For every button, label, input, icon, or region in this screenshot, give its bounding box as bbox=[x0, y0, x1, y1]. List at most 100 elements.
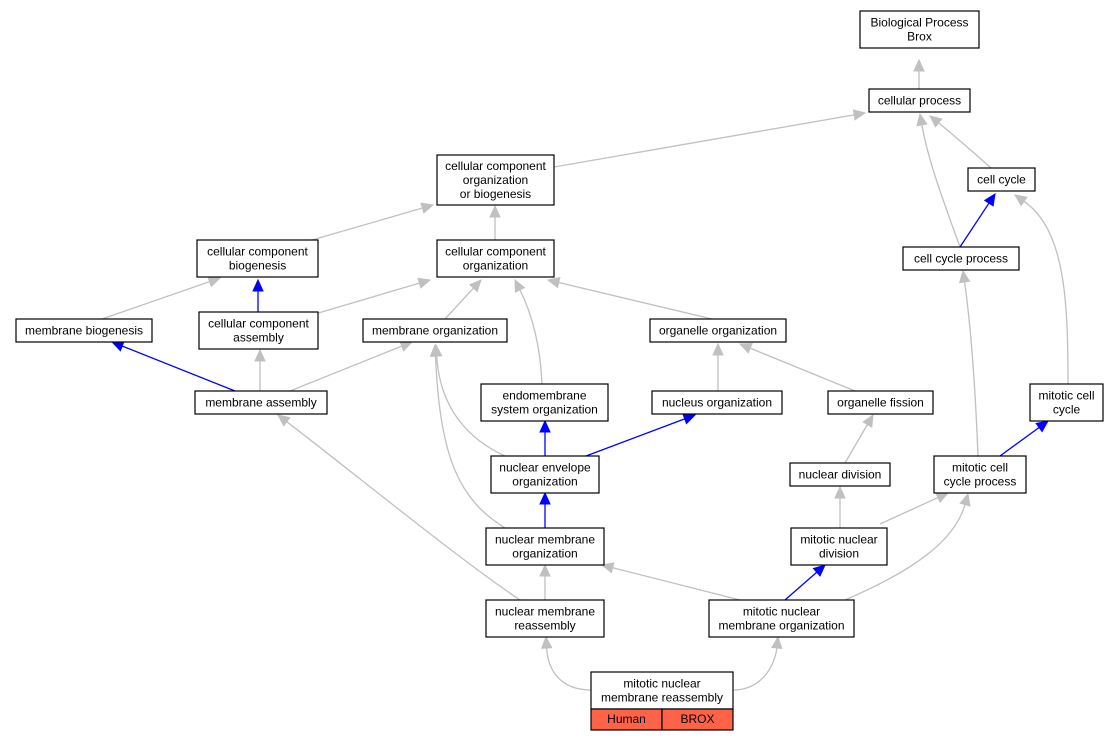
node-label: membrane biogenesis bbox=[25, 324, 143, 338]
node-of[interactable]: organelle fission bbox=[827, 390, 934, 415]
legend: Human BROX bbox=[590, 708, 734, 731]
arrowhead bbox=[682, 413, 697, 425]
arrowhead bbox=[539, 419, 551, 433]
node-box bbox=[485, 527, 605, 566]
edge-line bbox=[519, 289, 543, 385]
node-box bbox=[436, 154, 555, 206]
node-label: nuclear membrane bbox=[495, 533, 595, 547]
node-mo[interactable]: membrane organization bbox=[362, 318, 508, 343]
edge-line bbox=[101, 280, 210, 320]
node-box bbox=[967, 167, 1036, 192]
edge-line bbox=[732, 647, 778, 691]
node-no[interactable]: nucleus organization bbox=[651, 390, 783, 415]
edge-neo-to-eso bbox=[539, 419, 551, 456]
arrowhead bbox=[540, 635, 553, 649]
arrowhead bbox=[738, 343, 753, 354]
arrowhead bbox=[546, 277, 561, 289]
legend-gene: BROX bbox=[680, 712, 714, 726]
edge-line bbox=[938, 122, 992, 169]
node-box bbox=[933, 455, 1027, 494]
arrowhead bbox=[399, 340, 414, 352]
arrowhead bbox=[959, 492, 971, 507]
node-mb[interactable]: membrane biogenesis bbox=[15, 318, 153, 343]
node-box bbox=[480, 383, 609, 422]
node-oo[interactable]: organelle organization bbox=[649, 318, 787, 343]
arrowhead bbox=[252, 278, 264, 292]
arrowhead bbox=[539, 563, 551, 577]
node-nd[interactable]: nuclear division bbox=[789, 462, 891, 487]
edge-eso-to-cco bbox=[514, 278, 543, 385]
node-label: mitotic cell bbox=[952, 461, 1008, 475]
edge-line bbox=[286, 421, 521, 601]
node-label: division bbox=[819, 547, 859, 561]
arrowhead bbox=[207, 276, 222, 288]
arrowhead bbox=[110, 340, 125, 352]
arrowhead bbox=[429, 343, 442, 357]
node-ma[interactable]: membrane assembly bbox=[194, 390, 328, 415]
arrowhead bbox=[916, 112, 928, 127]
arrowhead bbox=[958, 269, 971, 284]
node-box bbox=[198, 311, 319, 350]
node-cp[interactable]: cellular process bbox=[868, 88, 971, 113]
node-label: Biological Process bbox=[870, 16, 968, 30]
edge-ccp-to-cc bbox=[959, 192, 996, 248]
edge-mnd-to-mccp bbox=[879, 492, 950, 525]
edge-layer bbox=[101, 58, 1069, 691]
node-label: mitotic nuclear bbox=[800, 533, 877, 547]
edge-line bbox=[784, 571, 818, 601]
node-label: nuclear membrane bbox=[495, 605, 595, 619]
edge-nmr-to-ma bbox=[277, 414, 521, 601]
node-box bbox=[196, 239, 319, 278]
edge-line bbox=[1023, 200, 1069, 385]
arrowhead bbox=[600, 562, 615, 574]
edge-line bbox=[585, 418, 685, 457]
node-label: membrane reassembly bbox=[601, 691, 723, 705]
edge-line bbox=[546, 647, 592, 691]
edge-line bbox=[879, 496, 939, 525]
arrowhead bbox=[1035, 420, 1049, 433]
edge-nmo-to-neo bbox=[539, 491, 551, 528]
node-label: cell cycle bbox=[977, 173, 1026, 187]
edge-line bbox=[444, 287, 475, 320]
node-cc[interactable]: cell cycle bbox=[967, 167, 1036, 192]
node-box bbox=[362, 318, 508, 343]
edge-ccb-to-ccob bbox=[311, 202, 435, 241]
arrowhead bbox=[277, 414, 291, 427]
node-label: organization bbox=[512, 475, 577, 489]
node-ccp[interactable]: cell cycle process bbox=[902, 246, 1020, 271]
node-label: biogenesis bbox=[229, 259, 286, 273]
node-box bbox=[485, 599, 605, 638]
node-label: organelle organization bbox=[659, 324, 777, 338]
arrowhead bbox=[983, 192, 996, 207]
node-label: cycle bbox=[1053, 403, 1081, 417]
edge-mnmr-to-nmr bbox=[540, 635, 592, 691]
arrowhead bbox=[712, 342, 724, 356]
edge-line bbox=[436, 355, 506, 457]
edge-ma-to-cca bbox=[254, 348, 266, 391]
edge-mnd-to-nd bbox=[834, 485, 846, 528]
edge-neo-to-no bbox=[585, 413, 697, 457]
edge-line bbox=[311, 207, 423, 241]
arrowhead bbox=[1014, 194, 1028, 207]
node-box bbox=[790, 527, 888, 566]
node-label: mitotic nuclear bbox=[623, 677, 700, 691]
edge-line bbox=[314, 282, 420, 315]
edge-mcc-to-cc bbox=[1014, 194, 1069, 385]
edge-line bbox=[612, 567, 741, 601]
node-label: assembly bbox=[233, 331, 284, 345]
arrowhead bbox=[420, 202, 435, 214]
